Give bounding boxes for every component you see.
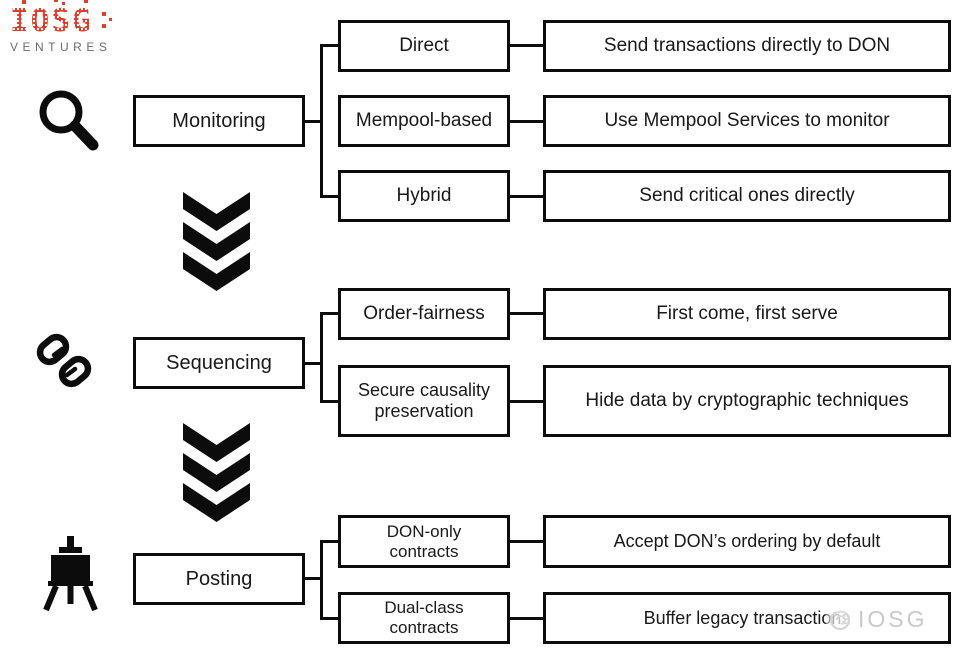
desc-text: Send critical ones directly: [639, 185, 855, 207]
connector-line: [508, 312, 545, 315]
logo-dot: [54, 0, 58, 2]
desc-text: Send transactions directly to DON: [603, 35, 891, 57]
logo-dot: [109, 18, 112, 21]
connector-line: [303, 362, 323, 365]
connector-line: [303, 120, 323, 123]
connector-line: [508, 120, 545, 123]
stage-label: Monitoring: [172, 109, 266, 132]
desc-box-don-only-contracts: Accept DON’s ordering by default: [543, 515, 951, 568]
logo-dot: [102, 24, 106, 28]
desc-text: Hide data by cryptographic techniques: [585, 390, 909, 412]
connector-line: [320, 617, 340, 620]
connector-line: [320, 312, 323, 403]
desc-text: First come, first serve: [656, 303, 838, 325]
connector-line: [320, 44, 323, 198]
desc-box-direct: Send transactions directly to DON: [543, 20, 951, 72]
child-label: Hybrid: [396, 185, 452, 207]
connector-line: [508, 44, 545, 47]
desc-text: Buffer legacy transactions: [643, 607, 851, 628]
triple-chevron-down-icon: [183, 423, 250, 522]
stage-label: Sequencing: [166, 351, 272, 374]
logo-wordmark: IOSG: [8, 0, 112, 40]
iosg-ventures-logo: IOSG VENTURES: [8, 0, 130, 54]
child-label: DON-only contracts: [386, 521, 462, 561]
child-box-order-fairness: Order-fairness: [338, 288, 510, 340]
connector-line: [320, 44, 340, 47]
chain-link-icon: [36, 333, 92, 388]
child-label: Mempool-based: [355, 110, 493, 132]
globe-swirl-icon: [829, 609, 851, 631]
stage-box-sequencing: Sequencing: [133, 337, 305, 389]
stage-box-monitoring: Monitoring: [133, 95, 305, 147]
logo-dot: [22, 0, 26, 4]
desc-box-hybrid: Send critical ones directly: [543, 170, 951, 222]
logo-dot: [62, 2, 65, 5]
logo-dot: [102, 12, 106, 16]
connector-line: [508, 400, 545, 403]
connector-line: [320, 195, 340, 198]
child-label: Dual-class contracts: [384, 598, 464, 637]
desc-box-order-fairness: First come, first serve: [543, 288, 951, 340]
child-box-don-only-contracts: DON-only contracts: [338, 515, 510, 568]
child-label: Secure causality preservation: [357, 380, 491, 421]
easel-icon: [43, 536, 98, 612]
connector-line: [508, 540, 545, 543]
connector-line: [320, 540, 323, 620]
watermark-label: IOSG: [858, 605, 928, 632]
stage-box-posting: Posting: [133, 553, 305, 605]
logo-dot: [84, 0, 88, 3]
desc-box-secure-causality: Hide data by cryptographic techniques: [543, 365, 951, 437]
logo-subtitle: VENTURES: [10, 40, 112, 54]
iosg-watermark: IOSG: [826, 598, 942, 640]
connector-line: [320, 400, 340, 403]
desc-box-mempool-based: Use Mempool Services to monitor: [543, 95, 951, 147]
child-box-dual-class-contracts: Dual-class contracts: [338, 592, 510, 644]
connector-line: [320, 540, 340, 543]
connector-line: [320, 312, 340, 315]
connector-line: [303, 577, 323, 580]
child-label: Order-fairness: [363, 303, 485, 325]
connector-line: [508, 195, 545, 198]
connector-line: [508, 617, 545, 620]
desc-text: Accept DON’s ordering by default: [613, 531, 881, 552]
child-box-mempool-based: Mempool-based: [338, 95, 510, 147]
child-box-hybrid: Hybrid: [338, 170, 510, 222]
child-box-secure-causality: Secure causality preservation: [338, 365, 510, 437]
triple-chevron-down-icon: [183, 192, 250, 291]
desc-text: Use Mempool Services to monitor: [604, 110, 890, 132]
child-label: Direct: [399, 35, 449, 57]
stage-label: Posting: [185, 567, 253, 590]
child-box-direct: Direct: [338, 20, 510, 72]
magnifier-icon: [39, 90, 99, 151]
